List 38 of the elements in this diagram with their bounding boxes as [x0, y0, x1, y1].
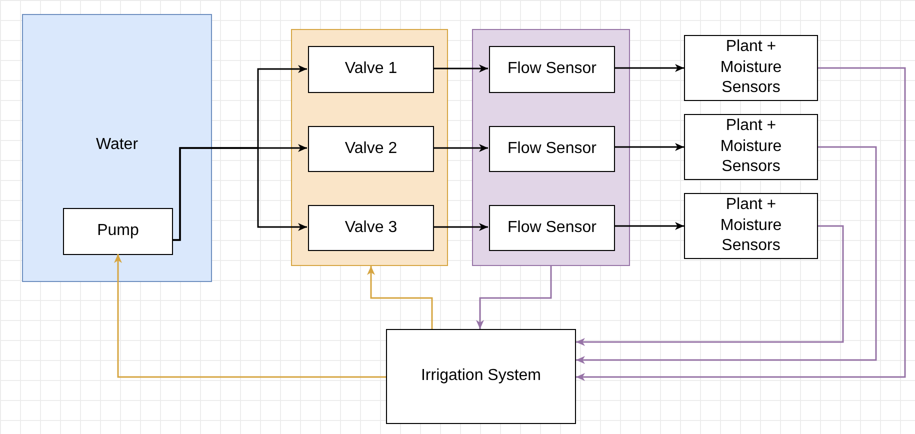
arrow	[614, 143, 684, 151]
arrow	[433, 64, 488, 72]
arrow	[367, 266, 433, 329]
arrow	[576, 225, 844, 346]
node-label: Plant + Moisture Sensors	[719, 36, 783, 98]
process-box	[684, 35, 818, 101]
node-label: Flow Sensor	[508, 59, 596, 80]
node-label: Plant + Moisture Sensors	[719, 116, 783, 178]
valve-group	[291, 29, 448, 266]
arrow	[614, 222, 684, 230]
water-tank	[22, 14, 212, 282]
node-label: Valve 3	[344, 218, 398, 238]
process-box	[489, 126, 615, 172]
sensor-group	[472, 29, 630, 266]
arrow	[576, 67, 906, 381]
arrow	[433, 223, 488, 231]
arrow	[433, 144, 488, 152]
process-box	[489, 46, 615, 93]
process-box	[684, 193, 818, 259]
process-box	[63, 208, 173, 255]
arrow	[476, 266, 552, 329]
node-label: Water	[96, 135, 138, 155]
arrow	[114, 254, 386, 378]
node-label: Valve 2	[344, 138, 398, 159]
node-label: Plant + Moisture Sensors	[719, 194, 783, 256]
node-label: Valve 1	[344, 59, 398, 80]
process-box	[308, 205, 434, 251]
process-box	[684, 114, 818, 180]
arrow	[614, 64, 684, 72]
process-box	[308, 46, 434, 93]
node-label: Flow Sensor	[508, 138, 596, 159]
node-label: Flow Sensor	[508, 218, 596, 238]
process-box	[386, 329, 576, 424]
process-box	[308, 126, 434, 172]
node-label: Pump	[97, 221, 139, 242]
arrow	[576, 146, 877, 364]
process-box	[489, 205, 615, 251]
node-label: Irrigation System	[420, 366, 542, 386]
